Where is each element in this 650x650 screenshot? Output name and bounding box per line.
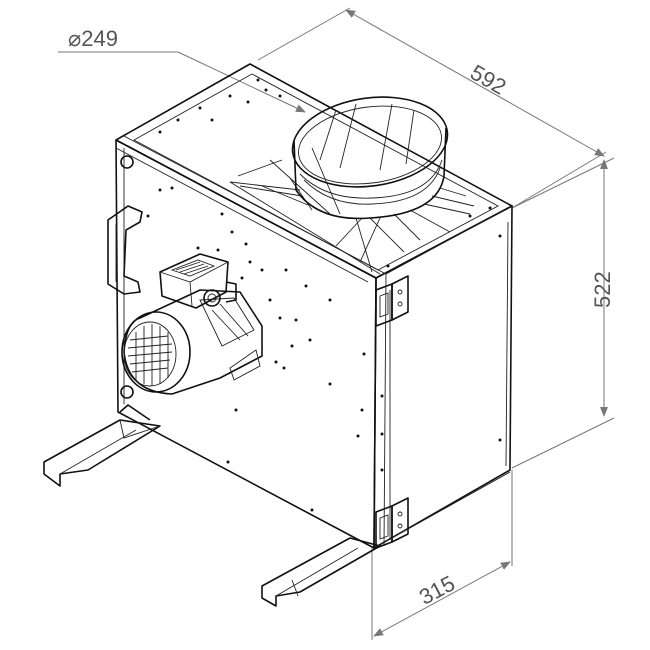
inlet-collar: [229, 96, 475, 275]
width-dimension: 592: [257, 7, 607, 209]
carry-handle: [107, 205, 143, 295]
diameter-label: ⌀249: [68, 26, 118, 51]
height-dimension: 522: [511, 157, 615, 469]
screw-holes: [146, 78, 502, 512]
depth-label: 315: [415, 570, 459, 609]
depth-dimension: 315: [371, 470, 513, 640]
fan-housing: [115, 63, 513, 549]
electric-motor: [121, 253, 263, 395]
width-label: 592: [466, 60, 510, 100]
door-hinges: [375, 275, 409, 549]
corner-bolts: [120, 155, 134, 399]
support-rails: [43, 404, 381, 607]
diameter-dimension: ⌀249: [58, 26, 306, 113]
height-label: 522: [590, 271, 615, 308]
